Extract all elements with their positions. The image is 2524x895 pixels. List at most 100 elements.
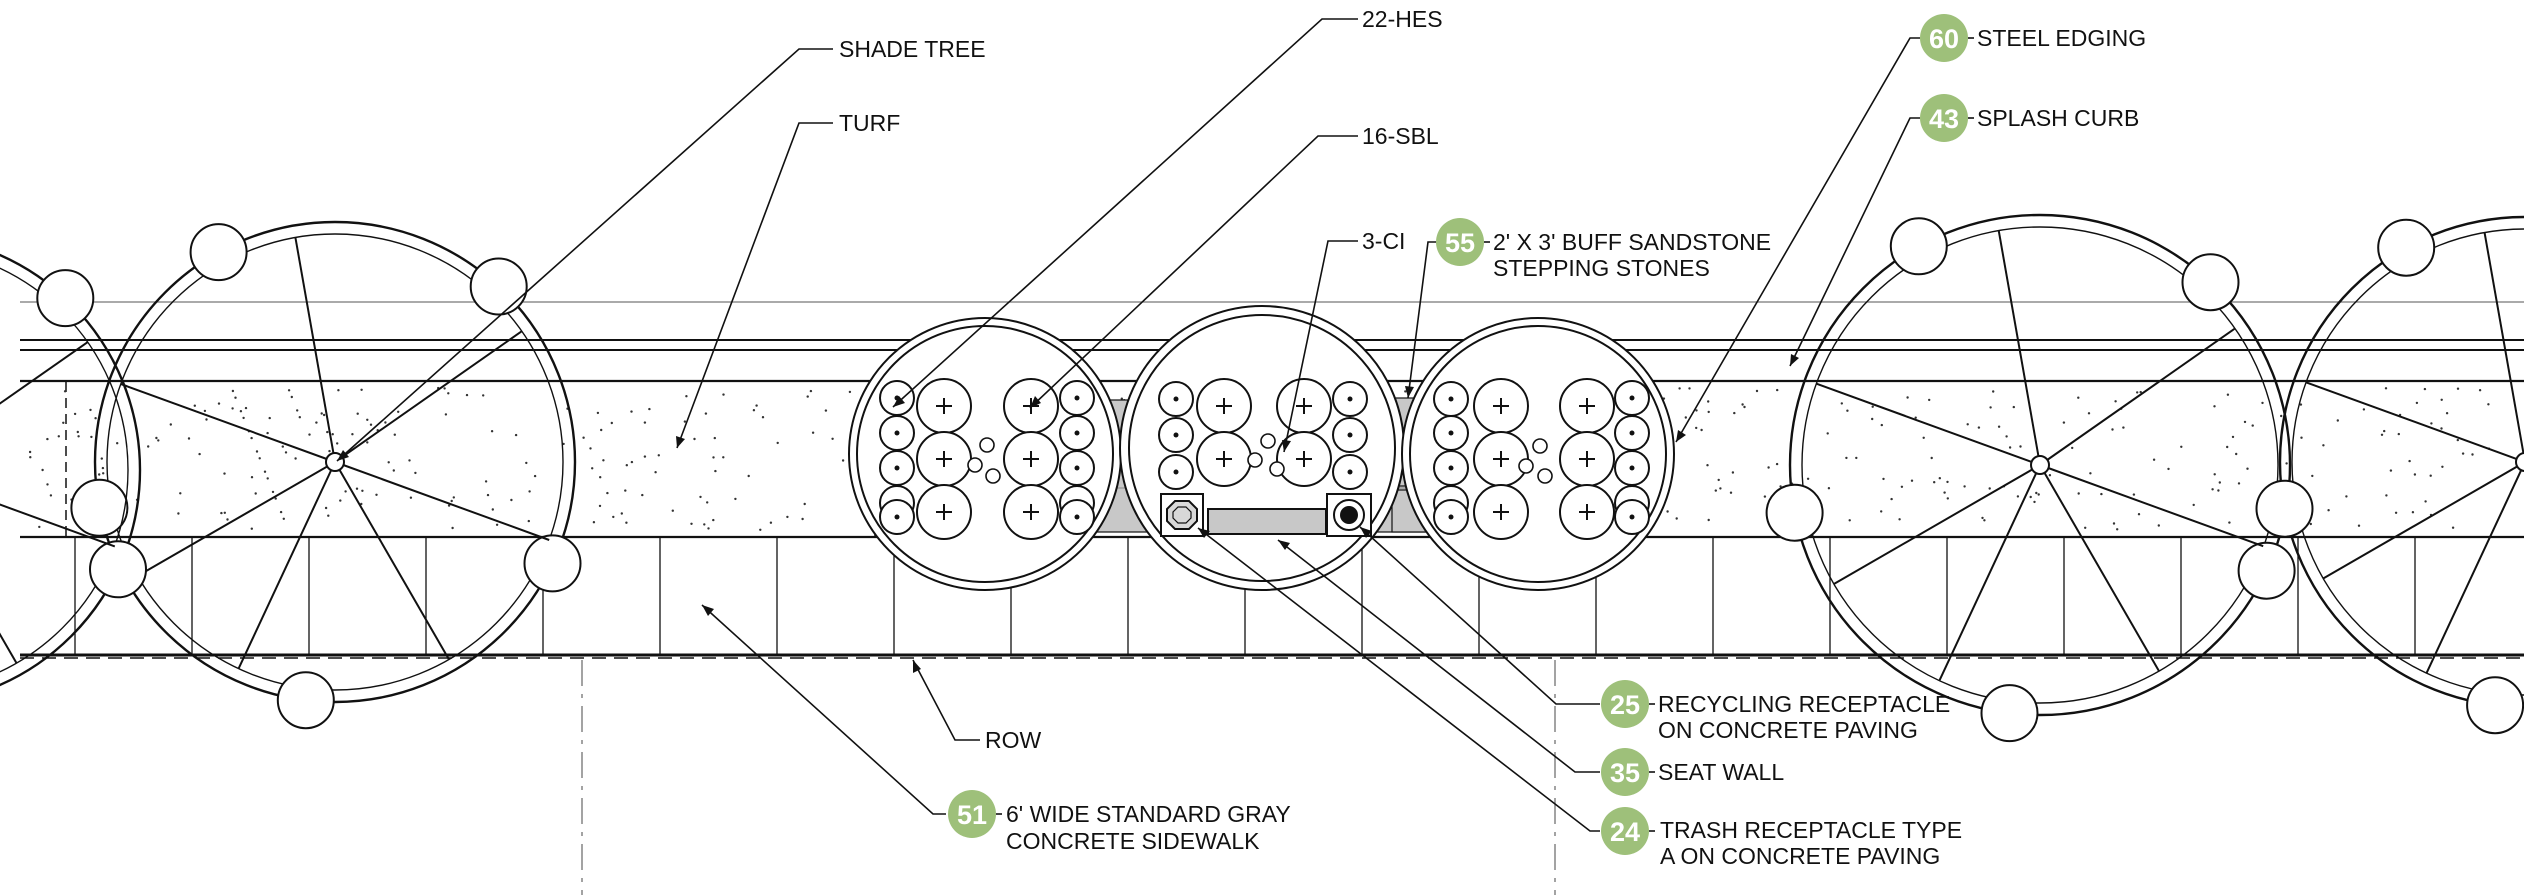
turf-stipple-dot <box>2413 473 2417 476</box>
callout-number: 35 <box>1610 758 1640 788</box>
turf-stipple-dot <box>1943 491 1946 494</box>
shrub-center-dot <box>1074 514 1080 520</box>
turf-stipple-dot <box>769 521 773 524</box>
turf-stipple-dot <box>582 436 585 439</box>
turf-stipple-dot <box>271 490 275 494</box>
turf-stipple-dot <box>193 404 196 407</box>
turf-stipple-dot <box>486 493 490 497</box>
callout-badge <box>1601 807 1649 855</box>
turf-stipple-dot <box>250 527 253 530</box>
turf-stipple-dot <box>2246 467 2249 470</box>
callout-55: 55 2' X 3' BUFF SANDSTONE STEPPING STONE… <box>1436 218 1771 281</box>
turf-stipple-dot <box>2218 481 2221 484</box>
turf-stipple-dot <box>2423 387 2427 391</box>
turf-stipple-dot <box>1743 405 1746 409</box>
plan-linework <box>0 213 2524 895</box>
turf-stipple-dot <box>809 389 813 393</box>
shrub-small-symbol <box>967 457 983 473</box>
turf-stipple-dot <box>322 413 326 417</box>
turf-stipple-dot <box>169 423 172 426</box>
turf-stipple-dot <box>1871 417 1874 421</box>
turf-stipple-dot <box>2385 494 2388 497</box>
shrub-center-dot <box>1448 396 1454 402</box>
turf-stipple-dot <box>602 459 605 462</box>
callout-badge <box>1601 680 1649 728</box>
shade-tree-symbol <box>70 220 582 730</box>
turf-stipple-dot <box>1890 497 1893 501</box>
turf-stipple-dot <box>1966 423 1969 426</box>
callout-badge <box>1436 218 1484 266</box>
arrowhead <box>1030 396 1041 408</box>
turf-stipple-dot <box>2461 452 2465 455</box>
turf-stipple-dot <box>2445 412 2449 415</box>
shrub-center-dot <box>1173 396 1179 402</box>
turf-stipple-dot <box>592 521 596 524</box>
turf-stipple-dot <box>806 395 809 398</box>
turf-stipple-dot <box>90 435 93 439</box>
turf-stipple-dot <box>2089 472 2092 475</box>
shade-tree-symbol <box>0 253 147 687</box>
turf-stipple-dot <box>2309 522 2312 526</box>
turf-stipple-dot <box>1981 516 1984 520</box>
turf-stipple-dot <box>2311 474 2314 478</box>
label-row: ROW <box>985 727 1042 753</box>
turf-stipple-dot <box>2071 446 2074 450</box>
tree-canopy-lobe <box>523 534 582 593</box>
turf-stipple-dot <box>450 499 453 503</box>
callout-text: ON CONCRETE PAVING <box>1658 717 1918 743</box>
turf-stipple-dot <box>1707 400 1710 403</box>
tree-canopy-inner <box>0 267 129 673</box>
shrub-center-dot <box>894 514 900 520</box>
turf-stipple-dot <box>1678 387 1681 390</box>
leader-shade-tree <box>336 48 833 462</box>
turf-stipple-dot <box>100 457 104 460</box>
shrub-center-dot <box>1629 514 1635 520</box>
turf-stipple-dot <box>157 439 160 442</box>
callout-number: 51 <box>957 800 987 830</box>
turf-stipple-dot <box>28 450 32 454</box>
turf-stipple-dot <box>1988 487 1991 490</box>
turf-stipple-dot <box>1989 406 1992 409</box>
callout-60: 60 STEEL EDGING <box>1920 14 2146 62</box>
leader-lines <box>336 18 1920 832</box>
tree-trunk <box>2030 455 2050 475</box>
turf-stipple-dot <box>1977 426 1981 429</box>
turf-stipple-dot <box>625 521 628 524</box>
label-16-sbl: 16-SBL <box>1362 123 1439 149</box>
turf-stipple-dot <box>803 502 806 506</box>
leader-3-ci <box>1283 240 1358 453</box>
turf-stipple-dot <box>355 487 359 490</box>
turf-stipple-dot <box>2180 445 2183 448</box>
turf-stipple-dot <box>2062 421 2066 424</box>
turf-stipple-dot <box>2192 503 2195 507</box>
turf-stipple-dot <box>339 499 342 502</box>
shrub-center-dot <box>1173 432 1179 438</box>
callout-text: 6' WIDE STANDARD GRAY <box>1006 801 1291 827</box>
turf-stipple-dot <box>2345 495 2348 498</box>
turf-stipple-dot <box>2016 495 2020 498</box>
arrowhead <box>676 436 685 448</box>
turf-stipple-dot <box>46 437 49 441</box>
turf-stipple-dot <box>187 437 191 440</box>
callout-text: 2' X 3' BUFF SANDSTONE <box>1493 229 1771 255</box>
turf-stipple-dot <box>2394 511 2398 514</box>
turf-stipple-dot <box>29 456 32 459</box>
leader-35 <box>1277 539 1600 773</box>
turf-stipple-dot <box>2389 469 2393 472</box>
turf-stipple-dot <box>2429 474 2432 477</box>
turf-stipple-dot <box>714 469 717 473</box>
turf-stipple-dot <box>1946 497 1950 500</box>
turf-stipple-dot <box>258 457 261 460</box>
arrowhead <box>1198 528 1210 538</box>
turf-stipple-dot <box>657 454 660 457</box>
turf-stipple-dot <box>2136 391 2139 394</box>
turf-stipple-dot <box>2430 422 2433 425</box>
turf-stipple-dot <box>2415 401 2419 405</box>
turf-stipple-dot <box>2456 387 2460 390</box>
tree-canopy-lobe <box>189 223 248 282</box>
turf-stipple-dot <box>2397 432 2400 436</box>
turf-stipple-dot <box>308 433 311 436</box>
turf-stipple-dot <box>648 407 651 411</box>
turf-stipple-dot <box>2300 436 2303 439</box>
turf-stipple-dot <box>491 508 494 511</box>
